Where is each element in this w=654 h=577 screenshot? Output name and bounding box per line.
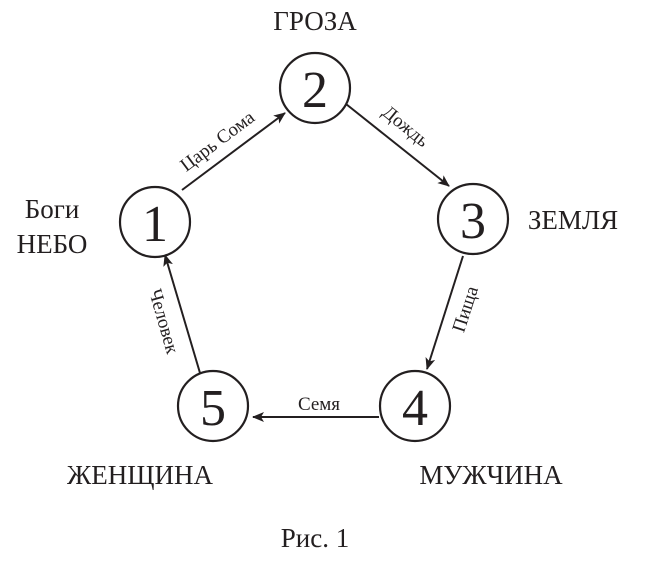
node-4: 4 <box>378 369 452 443</box>
node-3: 3 <box>436 182 510 256</box>
node-2: 2 <box>278 51 352 125</box>
edge-label-2-3: Дождь <box>378 102 433 152</box>
figure-caption: Рис. 1 <box>281 523 349 553</box>
node-4-label: МУЖЧИНА <box>419 460 563 490</box>
node-3-label: ЗЕМЛЯ <box>528 205 618 235</box>
edge-5-1 <box>163 254 201 374</box>
node-1-number: 1 <box>142 196 168 253</box>
edge-2-3 <box>345 103 450 187</box>
edge-label-3-4: Пища <box>449 283 484 335</box>
node-2-label: ГРОЗА <box>273 6 357 36</box>
edge-1-2 <box>181 112 286 191</box>
node-4-number: 4 <box>402 380 428 437</box>
edge-3-4 <box>425 255 464 370</box>
edge-label-4-5: Семя <box>298 394 340 415</box>
node-5-label: ЖЕНЩИНА <box>67 460 213 490</box>
node-3-number: 3 <box>460 193 486 250</box>
node-1: 1 <box>118 185 192 259</box>
node-1-label-line-2: НЕБО <box>17 229 88 259</box>
node-5-number: 5 <box>200 380 226 437</box>
node-1-label-line-1: Боги <box>25 194 80 224</box>
node-5: 5 <box>176 369 250 443</box>
node-2-number: 2 <box>302 62 328 119</box>
